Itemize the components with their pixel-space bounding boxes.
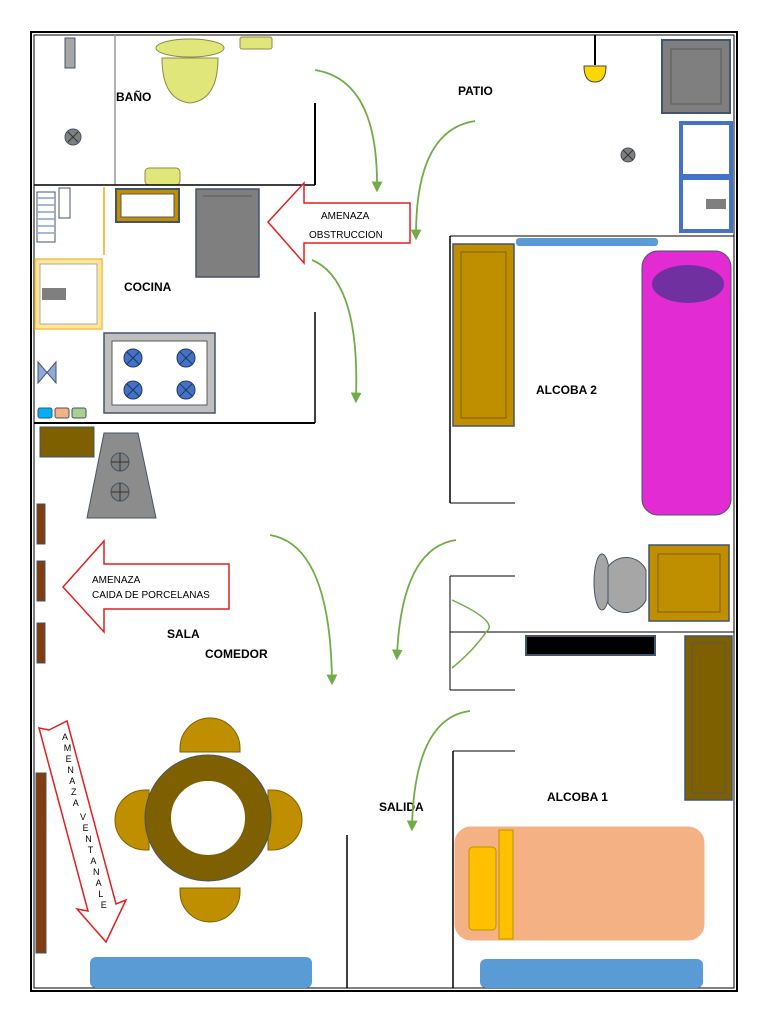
chair-icon — [267, 789, 303, 851]
evac-arrow — [410, 120, 476, 241]
chair-icon — [179, 717, 241, 753]
room-label-bano: BAÑO — [116, 89, 151, 104]
window-left-1 — [36, 503, 46, 545]
window-left-2 — [36, 560, 46, 602]
evacuation-routes — [269, 69, 476, 832]
drain-x — [67, 131, 79, 143]
canister-orange — [54, 407, 70, 419]
outer-wall-inner — [33, 34, 735, 989]
warning-line1: AMENAZA — [321, 211, 370, 222]
evac-arrow — [314, 69, 383, 193]
lamp-icon — [583, 65, 607, 83]
warning-arrow-obstruccion: AMENAZA OBSTRUCCION — [266, 181, 411, 265]
stove-icon — [103, 332, 216, 414]
evac-arrow — [269, 534, 338, 686]
evac-arrow — [391, 539, 457, 661]
door-swing-icon — [449, 575, 515, 691]
side-cabinet — [39, 426, 95, 458]
washer-icon — [661, 39, 731, 114]
canister-green — [71, 407, 87, 419]
washbasin-icon — [34, 258, 103, 330]
room-label-sala: SALA — [167, 627, 200, 641]
bed-icon — [641, 250, 732, 516]
valve-icon — [37, 360, 57, 385]
kitchen-sink-icon — [115, 188, 180, 223]
toilet-icon — [155, 38, 225, 104]
radiator-icon — [36, 187, 71, 243]
nightstand-icon — [648, 544, 730, 622]
room-label-alcoba1: ALCOBA 1 — [547, 790, 608, 804]
room-label-cocina: COCINA — [124, 280, 172, 294]
wardrobe-icon — [452, 243, 515, 427]
room-label-comedor: COMEDOR — [205, 647, 268, 661]
toilet-tank — [239, 36, 273, 50]
chair-icon — [179, 887, 241, 923]
warning-line2: CAIDA DE PORCELANAS — [92, 590, 210, 601]
fridge-icon — [195, 188, 260, 278]
chair-icon — [114, 789, 150, 851]
alcoba1-wardrobe-icon — [684, 635, 733, 801]
window-left-4 — [35, 772, 47, 954]
evac-arrow — [311, 259, 362, 404]
window-alcoba2 — [516, 238, 658, 246]
shower-bar — [64, 37, 76, 69]
room-label-alcoba2: ALCOBA 2 — [536, 383, 597, 397]
outer-wall — [30, 31, 738, 992]
patio-drain-icon — [620, 147, 636, 163]
table-icon — [114, 717, 303, 923]
evac-arrow — [406, 710, 471, 832]
window-left-3 — [36, 622, 46, 664]
alcoba1-bed-icon — [454, 826, 705, 941]
room-label-salida: SALIDA — [379, 800, 424, 814]
room-label-patio: PATIO — [458, 84, 493, 98]
canister-blue — [37, 407, 53, 419]
warning-line2: OBSTRUCCION — [309, 230, 383, 241]
laundry-sink-icon — [679, 121, 733, 233]
gas-heater-icon — [86, 432, 157, 519]
window-bottom-left — [90, 957, 312, 988]
window-bottom-right — [480, 959, 703, 988]
shelf-icon — [525, 635, 656, 656]
warning-line1: AMENAZA — [92, 575, 141, 586]
desk-chair-icon — [593, 553, 647, 613]
sink-icon — [144, 167, 181, 186]
warning-arrow-porcelanas: AMENAZA CAIDA DE PORCELANAS — [61, 539, 230, 634]
